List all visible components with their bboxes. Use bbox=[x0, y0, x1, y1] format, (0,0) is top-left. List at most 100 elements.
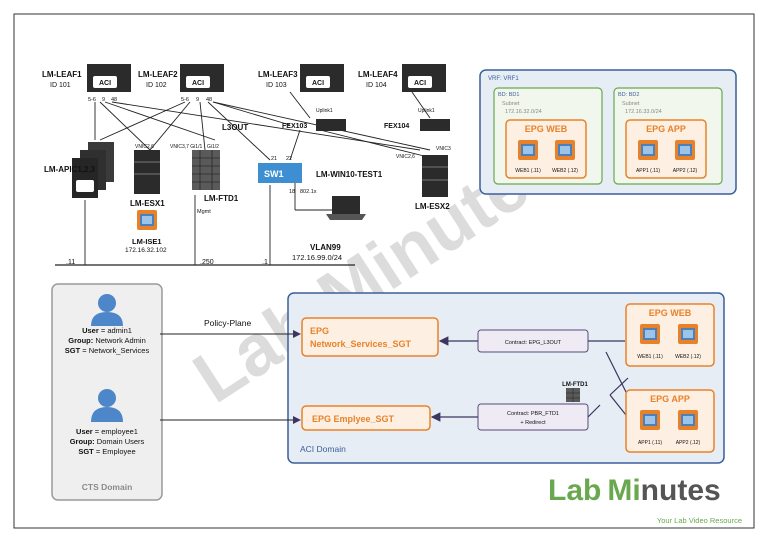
epg-ns-line2: Network_Services_SGT bbox=[310, 339, 412, 349]
leaf3-id: ID 103 bbox=[266, 82, 287, 89]
bd2-ep2: APP2 (.12) bbox=[673, 168, 698, 174]
user2-icon bbox=[91, 389, 123, 422]
leaf1[interactable]: ACI LM-LEAF1 ID 101 5-6 9 48 bbox=[42, 64, 131, 103]
user2-v2: Domain Users bbox=[95, 437, 145, 446]
vlan-name: VLAN99 bbox=[310, 243, 341, 252]
bd2-epg: EPG APP bbox=[646, 124, 686, 134]
aci-ftd1[interactable]: LM-FTD1 bbox=[562, 382, 588, 402]
user2-k3: SGT bbox=[78, 447, 94, 456]
fex103-label: FEX103 bbox=[282, 123, 307, 130]
laptop-icon[interactable] bbox=[326, 196, 366, 220]
leaf1-port-b: 9 bbox=[102, 97, 105, 103]
policy-plane-label: Policy-Plane bbox=[204, 318, 252, 328]
cts-title: CTS Domain bbox=[82, 482, 133, 492]
leaf1-badge: ACI bbox=[99, 80, 111, 87]
user-admin1[interactable]: User = admin1 Group: Network Admin SGT =… bbox=[65, 294, 150, 355]
esx1[interactable]: VNIC2,6 LM-ESX1 bbox=[130, 144, 165, 208]
epg-ns-line1: EPG bbox=[310, 326, 329, 336]
svg-text:Group: Network Admin: Group: Network Admin bbox=[68, 336, 146, 345]
user1-v3: = Network_Services bbox=[80, 346, 149, 355]
user2-v3: = Employee bbox=[94, 447, 136, 456]
leaf2[interactable]: ACI LM-LEAF2 ID 102 5-6 9 48 bbox=[138, 64, 224, 103]
leaf3[interactable]: ACI LM-LEAF3 ID 103 bbox=[258, 64, 344, 92]
svg-text:User = employee1: User = employee1 bbox=[76, 427, 138, 436]
host-11: .11 bbox=[66, 259, 75, 266]
bd2-title: BD: BD2 bbox=[618, 92, 639, 98]
svg-text:Group: Domain Users: Group: Domain Users bbox=[70, 437, 145, 446]
bd2-subnet: 172.16.33.0/24 bbox=[625, 109, 662, 115]
ftd1-mgmt: Mgmt bbox=[197, 209, 211, 215]
aci-app-title: EPG APP bbox=[650, 394, 690, 404]
bd1-ep2: WEB2 (.12) bbox=[552, 168, 578, 174]
leaf4-id: ID 104 bbox=[366, 82, 387, 89]
aci-ftd1-label: LM-FTD1 bbox=[562, 382, 588, 388]
logo-lab: Lab bbox=[548, 474, 601, 507]
l3out-label: L3OUT bbox=[222, 123, 248, 132]
bd2-ep1: APP1 (.11) bbox=[636, 168, 660, 174]
aci-epg-app[interactable]: EPG APP APP1 (.11) APP2 (.12) bbox=[625, 389, 715, 453]
ise1-ip: 172.16.32.102 bbox=[125, 247, 167, 254]
topology-links bbox=[55, 91, 441, 266]
epg-emp-label: EPG Emplyee_SGT bbox=[312, 414, 395, 424]
svg-text:SGT = Employee: SGT = Employee bbox=[78, 447, 135, 456]
bd1-subnet-label: Subnet bbox=[502, 101, 520, 107]
win10-label: LM-WIN10-TEST1 bbox=[316, 170, 383, 179]
leaf2-name: LM-LEAF2 bbox=[138, 70, 178, 79]
leaf1-port-a: 5-6 bbox=[88, 97, 96, 103]
aci-epg-web[interactable]: EPG WEB WEB1 (.11) WEB2 (.12) bbox=[625, 303, 715, 367]
aci-web-ep2: WEB2 (.12) bbox=[675, 354, 701, 360]
user2-v1: = employee1 bbox=[93, 427, 138, 436]
esx1-vnic: VNIC2,6 bbox=[135, 144, 154, 150]
epg-employee-sgt[interactable]: EPG Emplyee_SGT bbox=[301, 405, 431, 431]
aci-web-ep1: WEB1 (.11) bbox=[637, 354, 663, 360]
leaf4[interactable]: ACI LM-LEAF4 ID 104 bbox=[358, 64, 446, 92]
aci-app-ep2: APP2 (.12) bbox=[676, 440, 701, 446]
host-250: .250 bbox=[200, 259, 214, 266]
sw1-port22: 22 bbox=[286, 156, 292, 162]
user1-k3: SGT bbox=[65, 346, 81, 355]
ise1[interactable]: LM-ISE1 172.16.32.102 bbox=[125, 210, 167, 254]
vrf-panel: VRF: VRF1 BD: BD1 Subnet 172.16.32.0/24 … bbox=[479, 69, 737, 195]
svg-text:SGT = Network_Services: SGT = Network_Services bbox=[65, 346, 150, 355]
ftd1-port-b: Gi1/2 bbox=[207, 144, 219, 150]
fex103-uplink: Uplink1 bbox=[316, 108, 333, 114]
user1-icon bbox=[91, 294, 123, 326]
bd1-ep1: WEB1 (.11) bbox=[515, 168, 541, 174]
bd2-subnet-label: Subnet bbox=[622, 101, 640, 107]
bd1-epg: EPG WEB bbox=[525, 124, 568, 134]
ftd1[interactable]: VNIC3,7 Gi1/1 Gi1/2 LM-FTD1 Mgmt bbox=[170, 144, 239, 215]
epg-network-services-sgt[interactable]: EPG Network_Services_SGT bbox=[301, 317, 439, 357]
aci-app-ep1: APP1 (.11) bbox=[638, 440, 662, 446]
fex104[interactable]: FEX104 Uplink1 bbox=[384, 108, 450, 131]
vlan-subnet: 172.16.99.0/24 bbox=[292, 253, 342, 262]
contract-epg-l3out[interactable]: Contract: EPG_L3OUT bbox=[477, 329, 589, 353]
fex103[interactable]: FEX103 Uplink1 bbox=[282, 108, 346, 131]
leaf4-badge: ACI bbox=[414, 80, 426, 87]
bd1-subnet: 172.16.32.0/24 bbox=[505, 109, 542, 115]
esx2-vnic-a: VNIC2,6 bbox=[396, 154, 415, 160]
user2-k2: Group: bbox=[70, 437, 95, 446]
logo-mi: Mi bbox=[607, 474, 640, 507]
apic-cluster[interactable]: LM-APIC1,2,3 bbox=[44, 142, 114, 198]
sw1[interactable]: SW1 21 22 18 802.1x bbox=[258, 156, 317, 195]
leaf2-port-b: 9 bbox=[196, 97, 199, 103]
host-1: .1 bbox=[262, 259, 268, 266]
sw1-port18: 18 bbox=[289, 189, 295, 195]
esx2[interactable]: VNIC2,6 VNIC3 LM-ESX2 bbox=[396, 146, 451, 211]
leaf2-port-a: 5-6 bbox=[181, 97, 189, 103]
svg-text:User = admin1: User = admin1 bbox=[82, 326, 132, 335]
esx2-name: LM-ESX2 bbox=[415, 202, 450, 211]
ftd1-name: LM-FTD1 bbox=[204, 194, 239, 203]
bd1-title: BD: BD1 bbox=[498, 92, 519, 98]
contract-pbr-ftd1[interactable]: Contract: PBR_FTD1 + Redirect bbox=[477, 403, 589, 431]
user1-v1: = admin1 bbox=[99, 326, 132, 335]
ise1-name: LM-ISE1 bbox=[132, 237, 162, 246]
user-employee1[interactable]: User = employee1 Group: Domain Users SGT… bbox=[70, 389, 145, 456]
leaf1-id: ID 101 bbox=[50, 82, 71, 89]
esx2-vnic-b: VNIC3 bbox=[436, 146, 451, 152]
sw1-dot1x: 802.1x bbox=[300, 189, 317, 195]
aci-title: ACI Domain bbox=[300, 444, 346, 454]
logo-tagline: Your Lab Video Resource bbox=[657, 516, 742, 525]
